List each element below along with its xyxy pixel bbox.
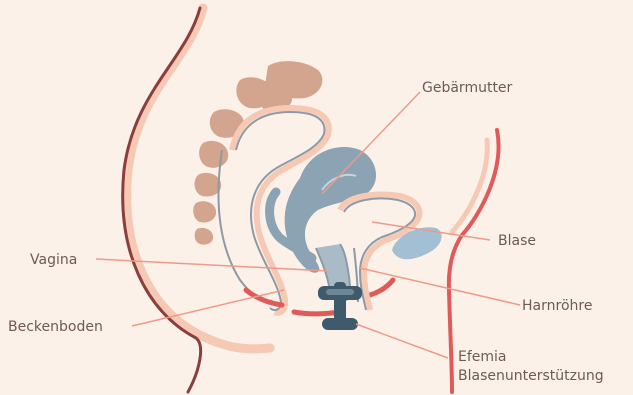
leader-device [356,324,448,358]
pelvic-floor-muscle-right [370,280,393,295]
back-skin-line [123,8,201,392]
label-urethra: Harnröhre [522,298,592,314]
pelvic-floor-muscle-mid [294,312,340,314]
label-pelvic-floor: Beckenboden [8,319,103,335]
pessary-device-icon [318,282,362,330]
label-bladder: Blase [498,233,536,249]
abdomen-inner-line [452,140,487,232]
label-device-line2: Blasenunterstützung [458,368,604,384]
posterior-wall [218,150,272,302]
leader-vagina [96,259,328,271]
label-uterus: Gebärmutter [422,80,513,96]
label-vagina: Vagina [30,252,77,268]
label-device-line1: Efemia [458,349,507,365]
